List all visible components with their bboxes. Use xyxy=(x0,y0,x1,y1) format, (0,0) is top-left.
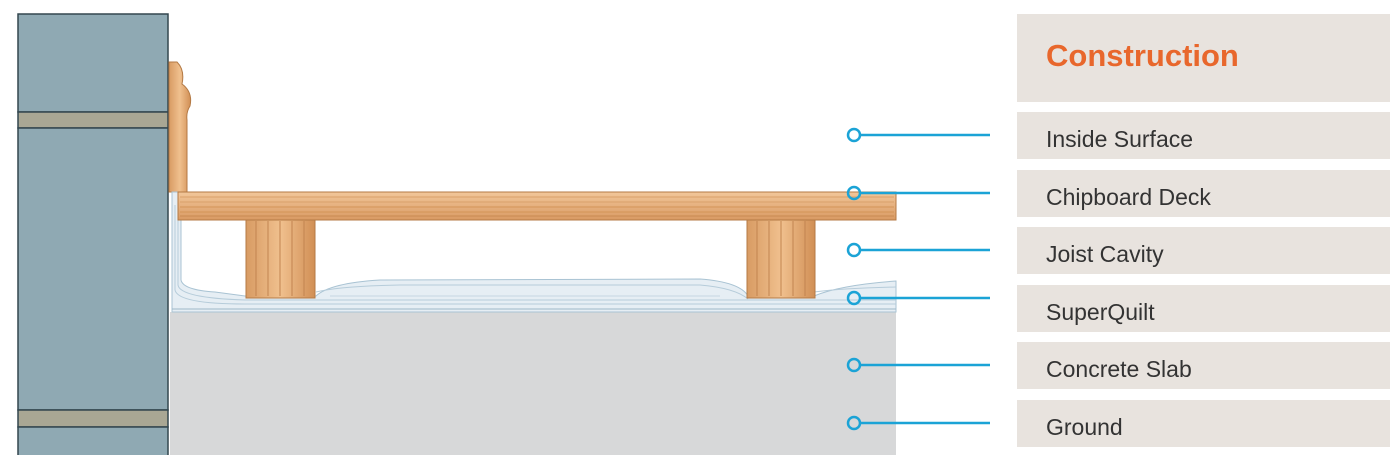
layer-label: Ground xyxy=(1046,414,1123,440)
layer-label: Concrete Slab xyxy=(1046,356,1192,382)
joist xyxy=(746,218,816,299)
layer-label-box-inside-surface: Inside Surface xyxy=(1017,112,1390,159)
layer-label: Inside Surface xyxy=(1046,126,1194,152)
leader-line-ground xyxy=(846,415,990,431)
superquilt-layer xyxy=(171,191,897,313)
panel-title: Construction xyxy=(1046,38,1239,73)
floor-section-diagram xyxy=(17,13,990,455)
layer-label: Joist Cavity xyxy=(1046,241,1164,267)
layer-label-box-ground: Ground xyxy=(1017,400,1390,447)
layer-label-box-superquilt: SuperQuilt xyxy=(1017,285,1390,332)
joist xyxy=(245,218,316,299)
leader-line-superquilt xyxy=(846,290,990,306)
layer-label-box-joist-cavity: Joist Cavity xyxy=(1017,227,1390,274)
layer-label: SuperQuilt xyxy=(1046,299,1155,325)
construction-header: Construction xyxy=(1017,14,1390,102)
leader-line-joist-cavity xyxy=(846,242,990,258)
brick-wall xyxy=(17,13,169,455)
skirting-board xyxy=(168,61,192,193)
layer-label-box-concrete-slab: Concrete Slab xyxy=(1017,342,1390,389)
leader-line-chipboard-deck xyxy=(846,185,990,201)
leader-line-inside-surface xyxy=(846,127,990,143)
leader-line-concrete-slab xyxy=(846,357,990,373)
chipboard-deck xyxy=(177,191,897,221)
layer-label-box-chipboard-deck: Chipboard Deck xyxy=(1017,170,1390,217)
concrete-slab xyxy=(170,312,896,455)
layer-label: Chipboard Deck xyxy=(1046,184,1211,210)
